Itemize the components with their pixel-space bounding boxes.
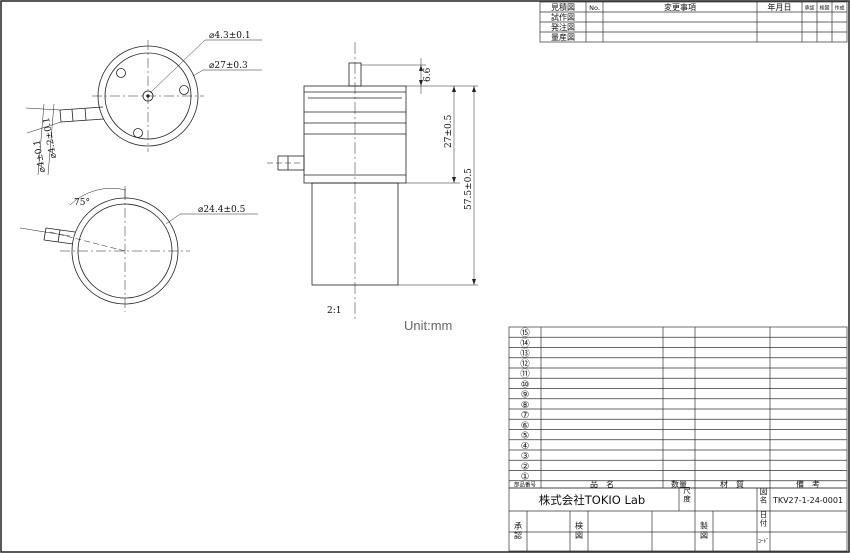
row-number: ⑨ [521, 390, 530, 401]
top-height-dimension: 6.6 [423, 67, 433, 82]
scale-label: 尺度 [683, 486, 691, 504]
top-view [25, 39, 262, 176]
header-remarks: 備 考 [796, 479, 820, 489]
bottom-view [19, 186, 258, 312]
row-number: ⑦ [521, 410, 530, 421]
row-number: ② [521, 461, 530, 472]
revision-row-label: 量産図 [551, 32, 575, 42]
parts-table [508, 326, 848, 489]
header-name: 品 名 [590, 479, 614, 489]
row-number: ⑭ [520, 338, 530, 349]
row-number: ① [521, 472, 530, 483]
scale-note: 2:1 [327, 306, 341, 316]
row-number: ⑫ [520, 359, 530, 370]
hole-dimension: ⌀4.3±0.1 [209, 31, 251, 41]
row-number: ⑮ [520, 328, 530, 339]
revision-row-label: 見積図 [551, 2, 575, 12]
check-label: 検図 [575, 521, 583, 540]
revision-row-label: 試作図 [551, 12, 575, 22]
row-number: ⑤ [521, 431, 530, 442]
revision-header-check: 検図 [819, 5, 829, 12]
company-name: 株式会社TOKIO Lab [539, 493, 645, 507]
outer-dimension: ⌀27±0.3 [209, 61, 248, 71]
bottom-outer-dimension: ⌀24.4±0.5 [198, 205, 246, 215]
header-material: 材 質 [720, 479, 744, 489]
drawing-name-label: 図名 [760, 487, 768, 505]
row-number: ⑧ [521, 400, 530, 411]
code-label: ｺｰﾄﾞ [758, 538, 769, 545]
title-block [508, 487, 848, 552]
row-number: ⑩ [521, 379, 530, 390]
date-label: 日付 [760, 510, 768, 528]
revision-header-approve: 承認 [804, 5, 814, 12]
row-number: ⑥ [521, 420, 530, 431]
unit-label: Unit:mm [404, 318, 453, 333]
angle-dimension: 75° [74, 198, 90, 208]
scale-label-text: 尺度 [683, 486, 691, 504]
parts-row-numbers: ⑮ ⑭ ⑬ ⑫ ⑪ ⑩ ⑨ ⑧ ⑦ ⑥ ⑤ ④ ③ ② ① [520, 328, 530, 483]
approve-label: 承認 [514, 522, 522, 540]
revision-row-label: 発注図 [551, 22, 575, 32]
total-height-dimension: 57.5±0.5 [464, 168, 474, 210]
row-number: ⑪ [520, 369, 530, 380]
body-height-dimension: 27±0.5 [444, 114, 454, 148]
dimension-arrows [419, 65, 476, 285]
header-part-no: 部品番号 [514, 481, 537, 489]
make-label: 製図 [700, 521, 708, 540]
row-number: ④ [521, 441, 530, 452]
revision-header-no: No. [589, 4, 600, 12]
row-number: ③ [521, 451, 530, 462]
code-value: TKV27-1-24-0001 [772, 496, 843, 505]
revision-header-change: 変更事項 [664, 2, 696, 12]
revision-header-date: 年月日 [768, 2, 792, 12]
revision-table [539, 1, 848, 43]
revision-header-draft: 作成 [834, 5, 844, 12]
row-number: ⑬ [520, 349, 530, 360]
side-view [267, 42, 478, 320]
header-qty: 数量 [671, 479, 687, 489]
